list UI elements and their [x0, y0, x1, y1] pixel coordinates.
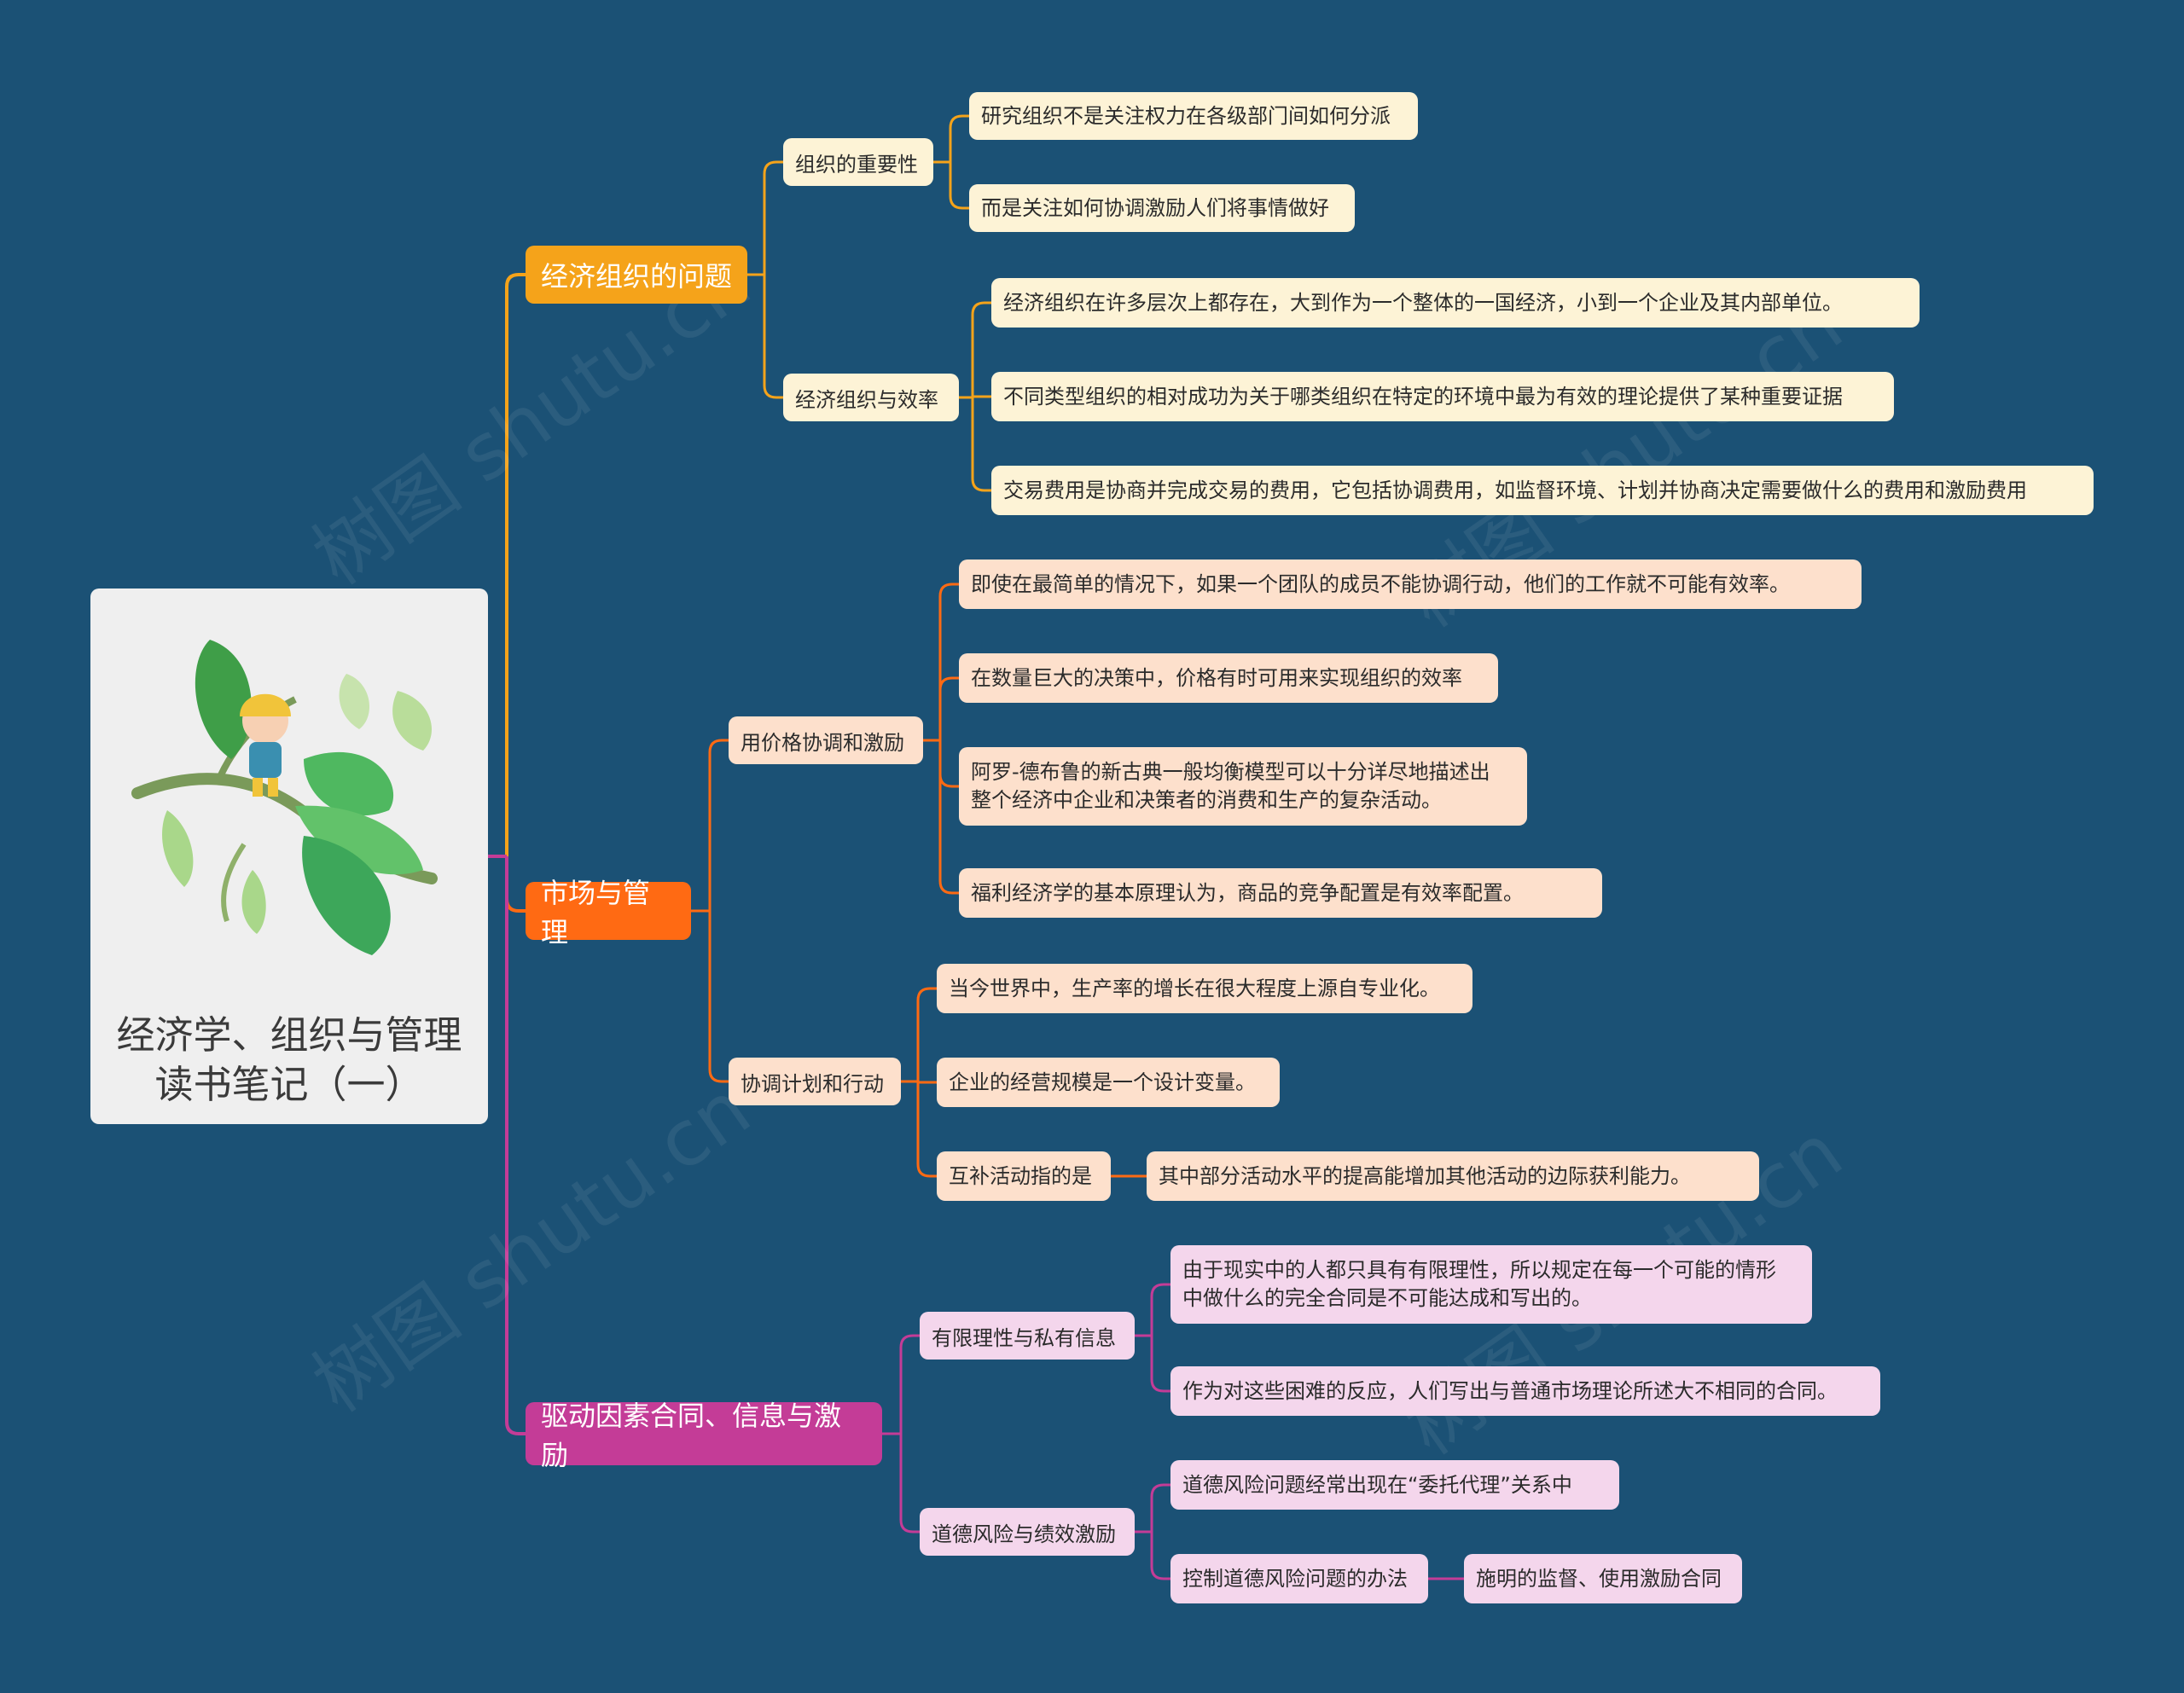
leaf-complementary[interactable]: 互补活动指的是 — [937, 1151, 1111, 1201]
leaf-note[interactable]: 经济组织在许多层次上都存在，大到作为一个整体的一国经济，小到一个企业及其内部单位… — [991, 278, 1920, 328]
leaf-text: 交易费用是协商并完成交易的费用，它包括协调费用，如监督环境、计划并协商决定需要做… — [1003, 478, 2027, 502]
root-title: 经济学、组织与管理 读书笔记（一） — [116, 1012, 462, 1107]
leaf-note[interactable]: 当今世界中，生产率的增长在很大程度上源自专业化。 — [937, 964, 1472, 1013]
leaf-note[interactable]: 在数量巨大的决策中，价格有时可用来实现组织的效率 — [959, 653, 1498, 703]
leaf-control-methods[interactable]: 控制道德风险问题的办法 — [1170, 1554, 1428, 1603]
leaf-note[interactable]: 由于现实中的人都只具有有限理性，所以规定在每一个可能的情形 中做什么的完全合同是… — [1170, 1245, 1812, 1324]
leaf-text: 研究组织不是关注权力在各级部门间如何分派 — [981, 103, 1391, 128]
leaf-note[interactable]: 不同类型组织的相对成功为关于哪类组织在特定的环境中最为有效的理论提供了某种重要证… — [991, 372, 1894, 421]
leaf-note[interactable]: 阿罗-德布鲁的新古典一般均衡模型可以十分详尽地描述出 整个经济中企业和决策者的消… — [959, 747, 1527, 826]
leaf-note[interactable]: 而是关注如何协调激励人们将事情做好 — [969, 184, 1355, 232]
topic-bounded-rationality[interactable]: 有限理性与私有信息 — [920, 1312, 1135, 1360]
leaf-note[interactable]: 道德风险问题经常出现在“委托代理”关系中 — [1170, 1460, 1619, 1510]
leaf-text: 施明的监督、使用激励合同 — [1476, 1566, 1722, 1591]
leaf-note[interactable]: 作为对这些困难的反应，人们写出与普通市场理论所述大不相同的合同。 — [1170, 1366, 1880, 1416]
branch-label: 经济组织的问题 — [541, 260, 733, 293]
leaf-note[interactable]: 交易费用是协商并完成交易的费用，它包括协调费用，如监督环境、计划并协商决定需要做… — [991, 466, 2094, 515]
leaf-note[interactable]: 即使在最简单的情况下，如果一个团队的成员不能协调行动，他们的工作就不可能有效率。 — [959, 560, 1862, 609]
root-node[interactable]: 经济学、组织与管理 读书笔记（一） — [90, 588, 488, 1124]
leaf-note[interactable]: 企业的经营规模是一个设计变量。 — [937, 1058, 1280, 1107]
leaf-text: 经济组织在许多层次上都存在，大到作为一个整体的一国经济，小到一个企业及其内部单位… — [1003, 290, 1843, 315]
leaf-text: 而是关注如何协调激励人们将事情做好 — [981, 195, 1329, 220]
branch-contracts-incentives[interactable]: 驱动因素合同、信息与激励 — [526, 1400, 882, 1471]
topic-organization-efficiency[interactable]: 经济组织与效率 — [783, 374, 959, 421]
topic-label: 有限理性与私有信息 — [932, 1325, 1116, 1350]
leaf-text: 控制道德风险问题的办法 — [1182, 1566, 1408, 1591]
topic-label: 用价格协调和激励 — [741, 730, 904, 755]
leaf-note[interactable]: 研究组织不是关注权力在各级部门间如何分派 — [969, 92, 1418, 140]
branch-label: 市场与管理 — [541, 877, 651, 948]
topic-price-coordination[interactable]: 用价格协调和激励 — [729, 716, 923, 764]
tree-branch-illustration — [131, 640, 438, 955]
leaf-text: 不同类型组织的相对成功为关于哪类组织在特定的环境中最为有效的理论提供了某种重要证… — [1003, 384, 1843, 409]
topic-label: 协调计划和行动 — [741, 1071, 884, 1096]
branch-market-management[interactable]: 市场与管理 — [526, 877, 691, 948]
branch-label: 驱动因素合同、信息与激励 — [541, 1400, 842, 1471]
leaf-text: 当今世界中，生产率的增长在很大程度上源自专业化。 — [949, 976, 1440, 1000]
branch-economic-organization[interactable]: 经济组织的问题 — [526, 246, 747, 304]
topic-coordinate-plans[interactable]: 协调计划和行动 — [729, 1058, 901, 1105]
leaf-text: 企业的经营规模是一个设计变量。 — [949, 1070, 1256, 1094]
leaf-text: 福利经济学的基本原理认为，商品的竞争配置是有效率配置。 — [971, 880, 1524, 905]
topic-label: 经济组织与效率 — [795, 387, 938, 412]
leaf-text: 互补活动指的是 — [949, 1163, 1092, 1188]
topic-moral-hazard[interactable]: 道德风险与绩效激励 — [920, 1508, 1135, 1556]
leaf-text: 阿罗-德布鲁的新古典一般均衡模型可以十分详尽地描述出 整个经济中企业和决策者的消… — [971, 760, 1490, 812]
leaf-note[interactable]: 施明的监督、使用激励合同 — [1464, 1554, 1742, 1603]
topic-label: 组织的重要性 — [795, 152, 918, 177]
topic-organization-importance[interactable]: 组织的重要性 — [783, 138, 933, 186]
leaf-note[interactable]: 其中部分活动水平的提高能增加其他活动的边际获利能力。 — [1147, 1151, 1759, 1201]
leaf-text: 在数量巨大的决策中，价格有时可用来实现组织的效率 — [971, 665, 1462, 690]
leaf-note[interactable]: 福利经济学的基本原理认为，商品的竞争配置是有效率配置。 — [959, 868, 1602, 918]
leaf-text: 道德风险问题经常出现在“委托代理”关系中 — [1182, 1472, 1572, 1497]
leaf-text: 即使在最简单的情况下，如果一个团队的成员不能协调行动，他们的工作就不可能有效率。 — [971, 571, 1790, 596]
leaf-text: 由于现实中的人都只具有有限理性，所以规定在每一个可能的情形 中做什么的完全合同是… — [1182, 1258, 1776, 1310]
leaf-text: 其中部分活动水平的提高能增加其他活动的边际获利能力。 — [1159, 1163, 1691, 1188]
leaf-text: 作为对这些困难的反应，人们写出与普通市场理论所述大不相同的合同。 — [1182, 1378, 1838, 1403]
topic-label: 道德风险与绩效激励 — [932, 1522, 1116, 1546]
